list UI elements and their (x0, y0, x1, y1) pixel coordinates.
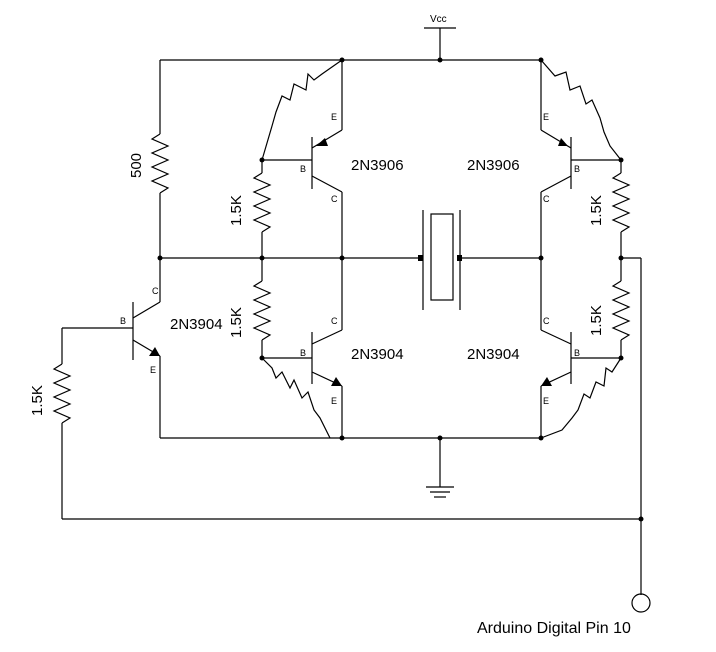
resistor-left-upper: 1.5K (228, 160, 272, 258)
resistor-left-upper-label: 1.5K (228, 195, 245, 226)
motor-load (342, 210, 541, 310)
vcc-label: Vcc (430, 14, 447, 25)
resistor-right-upper: 1.5K (588, 160, 631, 258)
ground-symbol (426, 438, 454, 498)
resistor-left-lower: 1.5K (228, 258, 272, 358)
transistor-driver-2n3904: C B E 2N3904 (62, 258, 223, 438)
tr-b-label: B (574, 164, 580, 174)
bl-b-label: B (300, 348, 306, 358)
resistor-500-label: 500 (128, 153, 145, 178)
resistor-500: 500 (128, 60, 170, 258)
tl-c-label: C (331, 194, 338, 204)
pin-connector (631, 593, 651, 613)
transistor-bottom-left-2n3904: C B E 2N3904 (261, 316, 404, 439)
br-part-label: 2N3904 (467, 346, 520, 363)
driver-part-label: 2N3904 (170, 316, 223, 333)
resistor-right-upper-label: 1.5K (588, 195, 605, 226)
transistor-bottom-right-2n3904: C B E 2N3904 (467, 316, 622, 439)
bl-e-label: E (331, 396, 337, 406)
arduino-pin-label: Arduino Digital Pin 10 (477, 620, 631, 637)
vcc-supply: Vcc (424, 14, 456, 60)
bl-c-label: C (331, 316, 338, 326)
tl-e-label: E (331, 112, 337, 122)
resistor-right-lower-label: 1.5K (588, 305, 605, 336)
br-c-label: C (543, 316, 550, 326)
driver-b-label: B (120, 316, 126, 326)
resistor-input: 1.5K (29, 328, 72, 519)
br-e-label: E (543, 396, 549, 406)
tl-part-label: 2N3906 (351, 157, 404, 174)
resistor-right-lower: 1.5K (588, 258, 631, 358)
br-b-label: B (574, 348, 580, 358)
resistor-left-lower-label: 1.5K (228, 307, 245, 338)
resistor-input-label: 1.5K (29, 385, 46, 416)
tr-c-label: C (543, 194, 550, 204)
junction-dots (157, 57, 644, 522)
transistor-top-left-2n3906: E B C 2N3906 (261, 59, 404, 330)
tr-part-label: 2N3906 (467, 157, 520, 174)
driver-e-label: E (150, 365, 156, 375)
tr-e-label: E (543, 112, 549, 122)
driver-c-label: C (152, 286, 159, 296)
bl-part-label: 2N3904 (351, 346, 404, 363)
transistor-top-right-2n3906: E B C 2N3906 (467, 59, 622, 330)
tl-b-label: B (300, 164, 306, 174)
